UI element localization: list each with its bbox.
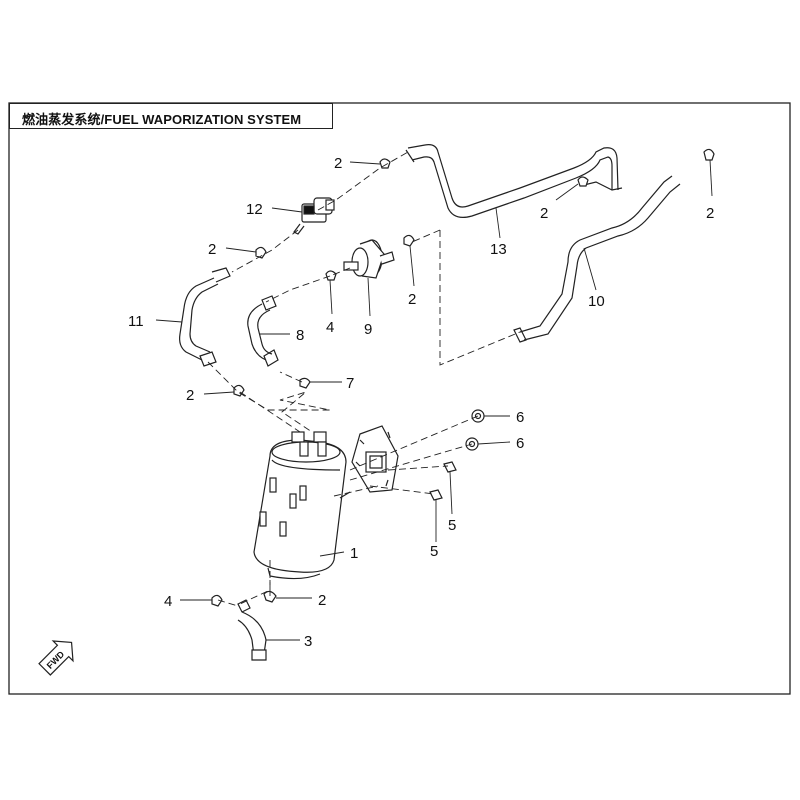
callout-7: 7 bbox=[346, 375, 354, 392]
callout-2-f: 2 bbox=[186, 387, 194, 404]
callout-12: 12 bbox=[246, 201, 263, 218]
callout-6-b: 6 bbox=[516, 435, 524, 452]
callouts: 2 2 2 2 2 2 2 12 13 10 11 8 4 9 7 6 6 5 … bbox=[128, 155, 714, 650]
hose-10[interactable] bbox=[513, 175, 681, 343]
callout-2-g: 2 bbox=[318, 592, 326, 609]
callout-10: 10 bbox=[588, 293, 605, 310]
callout-4-a: 4 bbox=[326, 319, 334, 336]
callout-1: 1 bbox=[350, 545, 358, 562]
check-valve-9[interactable] bbox=[343, 239, 395, 279]
callout-2-b: 2 bbox=[540, 205, 548, 222]
callout-2-e: 2 bbox=[408, 291, 416, 308]
callout-4-b: 4 bbox=[164, 593, 172, 610]
page-title: 燃油蒸发系统/FUEL WAPORIZATION SYSTEM bbox=[22, 112, 302, 127]
callout-5-a: 5 bbox=[448, 517, 456, 534]
callout-13: 13 bbox=[490, 241, 507, 258]
callout-5-b: 5 bbox=[430, 543, 438, 560]
callout-2-c: 2 bbox=[706, 205, 714, 222]
leader-lines bbox=[155, 159, 713, 641]
title-box bbox=[9, 103, 333, 129]
solenoid-valve-12[interactable] bbox=[293, 197, 335, 235]
fwd-arrow-icon: FWD bbox=[38, 640, 74, 676]
hose-11[interactable] bbox=[179, 267, 231, 367]
callout-6-a: 6 bbox=[516, 409, 524, 426]
drawing-border bbox=[8, 102, 791, 695]
callout-3: 3 bbox=[304, 633, 312, 650]
callout-11: 11 bbox=[128, 313, 144, 330]
bolts-and-washers[interactable] bbox=[429, 409, 485, 501]
canister-1[interactable] bbox=[253, 431, 351, 580]
callout-2-d: 2 bbox=[208, 241, 216, 258]
hose-3[interactable] bbox=[237, 599, 267, 661]
callout-2-a: 2 bbox=[334, 155, 342, 172]
connection-lines bbox=[207, 151, 521, 607]
hose-clamps[interactable] bbox=[211, 148, 715, 607]
callout-8: 8 bbox=[296, 327, 304, 344]
hose-13[interactable] bbox=[405, 144, 623, 218]
callout-9: 9 bbox=[364, 321, 372, 338]
hose-8[interactable] bbox=[247, 295, 279, 367]
